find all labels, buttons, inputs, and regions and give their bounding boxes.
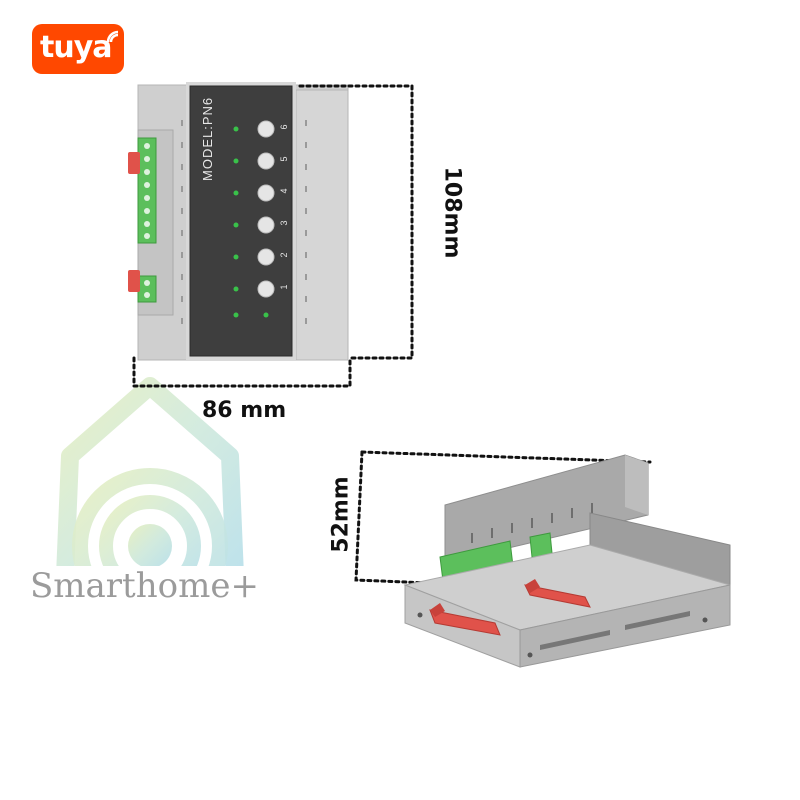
watermark-text: Smarthome+ (30, 566, 259, 606)
tuya-logo-text: tuya (40, 30, 112, 65)
tuya-logo: tuya (32, 24, 124, 74)
height-dimension-label: 108mm (439, 166, 465, 259)
smarthome-watermark-icon (30, 377, 270, 616)
wifi-arc-icon (106, 30, 119, 43)
relay-module-side-view (403, 454, 731, 668)
width-dimension-label: 86 mm (202, 398, 287, 423)
relay-module-front-view (128, 82, 349, 361)
depth-dimension-label: 52mm (328, 476, 354, 553)
